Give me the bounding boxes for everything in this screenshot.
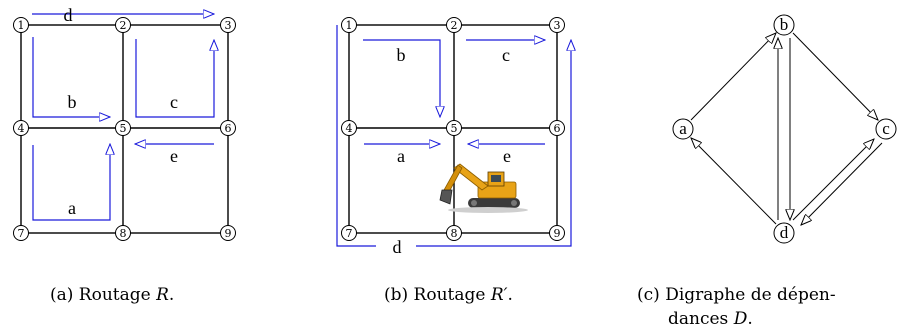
svg-text:2: 2	[120, 19, 127, 32]
edge-b-c	[792, 32, 878, 120]
svg-text:6: 6	[225, 122, 232, 135]
svg-text:9: 9	[225, 227, 232, 240]
caption-b: (b) Routage R′.	[384, 283, 513, 307]
svg-text:d: d	[780, 223, 789, 242]
svg-text:7: 7	[346, 227, 353, 240]
caption-c-var: D	[733, 309, 748, 329]
grid-node: 9	[549, 225, 565, 241]
grid-node: 5	[446, 120, 462, 136]
svg-text:2: 2	[451, 19, 458, 32]
route-e-label: e	[503, 146, 511, 166]
dag-node-a: a	[672, 118, 694, 140]
grid-node: 3	[549, 17, 565, 33]
svg-text:6: 6	[554, 122, 561, 135]
grid-node: 7	[341, 225, 357, 241]
grid-node: 8	[446, 225, 462, 241]
grid-node: 7	[13, 225, 29, 241]
figure-canvas: d b c e a 1 2 3 4 5 6 7 8 9	[13, 5, 897, 257]
caption-a-text: (a) Routage	[50, 285, 157, 305]
dag-node-c: c	[875, 118, 897, 140]
caption-b-var: R′	[490, 285, 508, 305]
svg-text:a: a	[679, 119, 687, 138]
grid-node: 6	[549, 120, 565, 136]
panel-b-routes: b c a e d	[336, 25, 571, 257]
route-a-path	[32, 144, 110, 221]
route-c-path	[135, 39, 214, 118]
svg-text:5: 5	[120, 122, 127, 135]
caption-c-line2-text: dances	[668, 309, 734, 329]
grid-node: 3	[220, 17, 236, 33]
grid-node: 1	[341, 17, 357, 33]
route-b-path	[32, 37, 110, 117]
dag-node-d: d	[773, 222, 795, 244]
edge-c-d	[801, 142, 883, 225]
panel-c-edges	[690, 32, 883, 225]
caption-c-line1: (c) Digraphe de dépen-	[637, 285, 836, 305]
route-d-path-left	[336, 25, 376, 247]
panel-a-routes: d b c e a	[32, 5, 214, 221]
caption-a: (a) Routage R.	[50, 283, 174, 307]
route-d-path	[416, 40, 571, 247]
grid-node: 9	[220, 225, 236, 241]
grid-node: 8	[115, 225, 131, 241]
route-a-label: a	[68, 198, 76, 218]
grid-node: 4	[13, 120, 29, 136]
route-d-label: d	[64, 5, 73, 25]
route-e-label: e	[170, 146, 178, 166]
grid-node: 1	[13, 17, 29, 33]
route-b-label: b	[68, 92, 77, 112]
route-a-label: a	[397, 146, 405, 166]
caption-c-suffix: .	[747, 309, 753, 329]
svg-text:b: b	[780, 15, 789, 34]
svg-text:4: 4	[18, 122, 25, 135]
route-d-label: d	[393, 237, 402, 257]
route-c-label: c	[502, 45, 510, 65]
svg-text:9: 9	[554, 227, 561, 240]
svg-text:3: 3	[225, 19, 232, 32]
panel-c-nodes: a b c d	[672, 14, 897, 244]
caption-b-text: (b) Routage	[384, 285, 491, 305]
panel-a-nodes: 1 2 3 4 5 6 7 8 9	[13, 17, 236, 241]
panel-b-nodes: 1 2 3 4 5 6 7 8 9	[341, 17, 565, 241]
route-b-label: b	[397, 45, 406, 65]
svg-text:8: 8	[451, 227, 458, 240]
dag-node-b: b	[773, 14, 795, 36]
grid-node: 4	[341, 120, 357, 136]
caption-a-var: R	[156, 285, 169, 305]
grid-node: 6	[220, 120, 236, 136]
svg-text:3: 3	[554, 19, 561, 32]
svg-text:7: 7	[18, 227, 25, 240]
caption-c: (c) Digraphe de dépen- dances D.	[637, 283, 836, 331]
svg-text:c: c	[882, 119, 890, 138]
caption-b-suffix: .	[507, 285, 513, 305]
svg-text:4: 4	[346, 122, 353, 135]
grid-node: 2	[446, 17, 462, 33]
grid-node: 5	[115, 120, 131, 136]
edge-d-c	[792, 139, 874, 221]
route-c-label: c	[170, 92, 178, 112]
svg-text:8: 8	[120, 227, 127, 240]
svg-text:1: 1	[346, 19, 353, 32]
caption-c-line2: dances D.	[637, 307, 836, 331]
route-b-path	[363, 39, 440, 117]
edge-d-a	[691, 138, 777, 225]
svg-text:1: 1	[18, 19, 25, 32]
excavator-icon	[439, 163, 528, 213]
caption-a-suffix: .	[168, 285, 175, 305]
svg-text:5: 5	[451, 122, 458, 135]
edge-a-b	[690, 33, 776, 121]
grid-node: 2	[115, 17, 131, 33]
